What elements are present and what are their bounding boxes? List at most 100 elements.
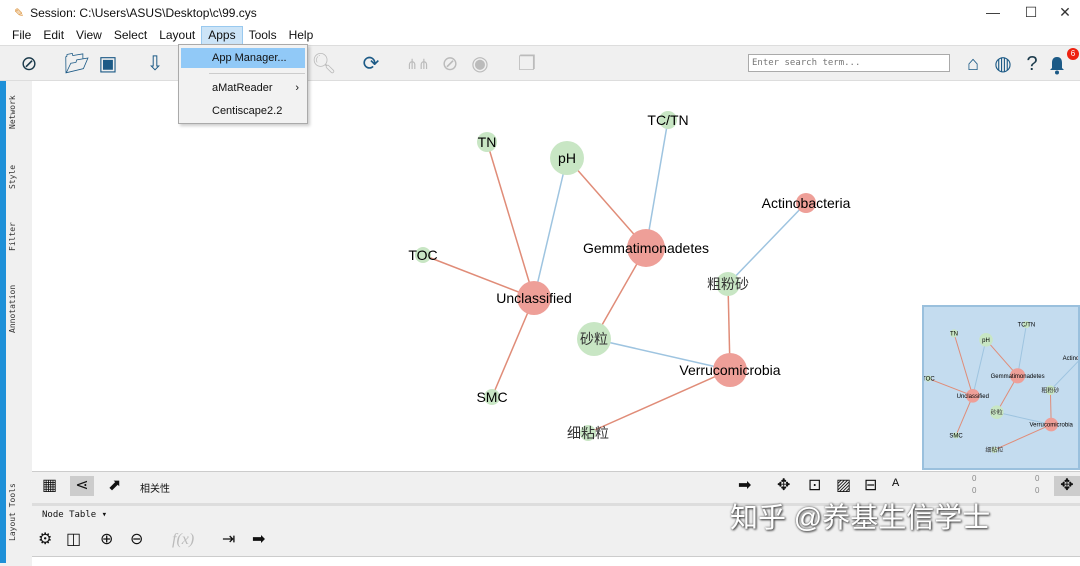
edge-Actinobacteria-粗粉砂[interactable]	[1050, 358, 1078, 390]
hidden-edges-count: 0	[1035, 486, 1039, 496]
export-icon[interactable]: ➡	[738, 476, 751, 496]
edge-pH-Unclassified[interactable]	[534, 158, 567, 298]
select-edges-icon[interactable]: ▨	[836, 476, 851, 496]
function-builder-icon[interactable]: f(x)	[172, 530, 194, 550]
delete-column-icon[interactable]: ⊖	[130, 530, 143, 550]
amatreader-label: aMatReader	[212, 82, 273, 94]
text-annotation-icon[interactable]: ᴬ	[892, 476, 899, 496]
add-column-icon[interactable]: ⊕	[100, 530, 113, 550]
import-table-icon[interactable]: ⇥	[222, 530, 235, 550]
node-label: Gemmatimonadetes	[991, 374, 1045, 380]
minimize-button[interactable]: —	[978, 4, 1008, 20]
node-label: TN	[950, 332, 958, 338]
title-bar: ✎ Session: C:\Users\ASUS\Desktop\c\99.cy…	[0, 0, 1080, 26]
node-label: 砂粒	[580, 331, 608, 347]
tab-annotation[interactable]: Annotation	[8, 285, 17, 333]
node-label: 粗粉砂	[1041, 386, 1059, 394]
maximize-button[interactable]: ☐	[1016, 4, 1046, 21]
fit-selected-icon[interactable]: ⊡	[808, 476, 821, 496]
node-label: TOC	[408, 247, 437, 263]
grid-view-icon[interactable]: ▦	[42, 476, 57, 496]
menu-item-app-manager[interactable]: App Manager...	[181, 48, 305, 68]
save-icon[interactable]: ▣	[95, 52, 121, 76]
tab-filter[interactable]: Filter	[8, 222, 17, 251]
new-network-from-selection-icon[interactable]: ❐	[514, 52, 540, 76]
edge-pH-Unclassified[interactable]	[973, 340, 986, 396]
node-label: 粗粉砂	[707, 276, 749, 292]
hide-icon[interactable]: ⊘	[437, 52, 463, 76]
tab-style[interactable]: Style	[8, 165, 17, 189]
menu-item-amatreader[interactable]: aMatReader ›	[181, 78, 305, 98]
menu-apps[interactable]: Apps	[201, 26, 242, 45]
columns-icon[interactable]: ◫	[66, 530, 81, 550]
close-button[interactable]: ✕	[1050, 4, 1080, 21]
cytoscape-logo-icon[interactable]: ⊘	[16, 52, 42, 76]
fit-icon[interactable]: ✥	[777, 476, 790, 496]
first-neighbors-icon[interactable]: ⋔⋔	[405, 52, 431, 76]
menu-tools[interactable]: Tools	[243, 26, 283, 45]
submenu-arrow-icon: ›	[295, 78, 299, 98]
node-label: pH	[558, 150, 576, 166]
edge-TN-Unclassified[interactable]	[487, 142, 534, 298]
selected-edges-count: 0	[972, 486, 976, 496]
window-title: Session: C:\Users\ASUS\Desktop\c\99.cys	[30, 6, 257, 20]
network-view-icon[interactable]: ⋖	[70, 476, 94, 496]
show-icon[interactable]: ◉	[467, 52, 493, 76]
node-label: 细粘粒	[985, 446, 1003, 454]
menu-file[interactable]: File	[6, 26, 37, 45]
import-network-icon[interactable]: ⇩	[142, 52, 168, 76]
edge-TC/TN-Gemmatimonadetes[interactable]	[1018, 325, 1027, 376]
control-panel-tabs: Network Style Filter Annotation Layout T…	[0, 81, 32, 563]
node-label: TOC	[924, 377, 935, 383]
table-header-row	[32, 556, 1080, 566]
node-label: SMC	[949, 434, 963, 440]
network-name: 相关性	[140, 480, 170, 495]
menu-help[interactable]: Help	[283, 26, 320, 45]
navigator-toggle-icon[interactable]: ✥	[1054, 476, 1080, 496]
node-label: TN	[478, 134, 497, 150]
open-folder-icon[interactable]: 📂︎	[64, 52, 90, 76]
menu-item-centiscape[interactable]: Centiscape2.2	[181, 101, 305, 121]
node-label: TC/TN	[647, 112, 688, 128]
refresh-icon[interactable]: ⟳	[358, 52, 384, 76]
node-label: TC/TN	[1018, 323, 1036, 329]
node-label: Actinobacteria	[762, 195, 851, 211]
network-view-toolbar: ▦ ⋖ ⬈ 相关性 ➡ ✥ ⊡ ▨ ⊟ ᴬ 0 0 0 0 ✥	[32, 471, 1080, 501]
menu-separator	[209, 73, 305, 74]
node-label: 砂粒	[991, 408, 1003, 416]
globe-icon[interactable]: ◍	[990, 52, 1016, 76]
node-label: SMC	[476, 389, 507, 405]
detach-icon[interactable]: ⬈	[108, 476, 121, 496]
menu-edit[interactable]: Edit	[37, 26, 70, 45]
node-label: pH	[982, 338, 990, 344]
network-overview-navigator[interactable]: TNpHTC/TNActinobacteriaGemmatimonadetesT…	[922, 305, 1080, 470]
selected-nodes-count: 0	[972, 474, 976, 484]
tab-layout-tools[interactable]: Layout Tools	[8, 483, 17, 541]
hidden-nodes-count: 0	[1035, 474, 1039, 484]
notification-badge: 6	[1067, 48, 1079, 60]
edge-TC/TN-Gemmatimonadetes[interactable]	[646, 120, 668, 248]
cytoscape-icon: ✎	[14, 6, 24, 20]
menu-view[interactable]: View	[70, 26, 108, 45]
zoom-selected-icon[interactable]: 🔍︎	[311, 52, 337, 76]
tab-network[interactable]: Network	[8, 95, 17, 129]
edge-TN-Unclassified[interactable]	[954, 333, 973, 395]
node-label: Verrucomicrobia	[1030, 423, 1074, 429]
search-input[interactable]	[748, 54, 950, 72]
watermark: 知乎 @养基生信学士	[730, 502, 990, 534]
edge-细粘粒-Verrucomicrobia[interactable]	[588, 370, 730, 433]
menu-select[interactable]: Select	[108, 26, 153, 45]
help-icon[interactable]: ?	[1019, 52, 1045, 76]
gear-icon[interactable]: ⚙	[38, 530, 52, 550]
notification-bell-icon[interactable]	[1048, 55, 1066, 75]
node-label: Unclassified	[496, 290, 571, 306]
home-icon[interactable]: ⌂	[960, 52, 986, 76]
annotation-icon[interactable]: ⊟	[864, 476, 877, 496]
node-label: Unclassified	[957, 394, 989, 400]
menu-layout[interactable]: Layout	[153, 26, 201, 45]
main-toolbar: ⊘ 📂︎ ▣ ⇩ 🔍︎ ⟳ ⋔⋔ ⊘ ◉ ❐ ⌂ ◍ ? 6	[0, 45, 1080, 81]
menu-bar: File Edit View Select Layout Apps Tools …	[0, 26, 1080, 45]
node-table-dropdown[interactable]: Node Table ▾	[42, 510, 107, 520]
export-table-icon[interactable]: ➡	[252, 530, 265, 550]
edge-Actinobacteria-粗粉砂[interactable]	[728, 203, 806, 284]
